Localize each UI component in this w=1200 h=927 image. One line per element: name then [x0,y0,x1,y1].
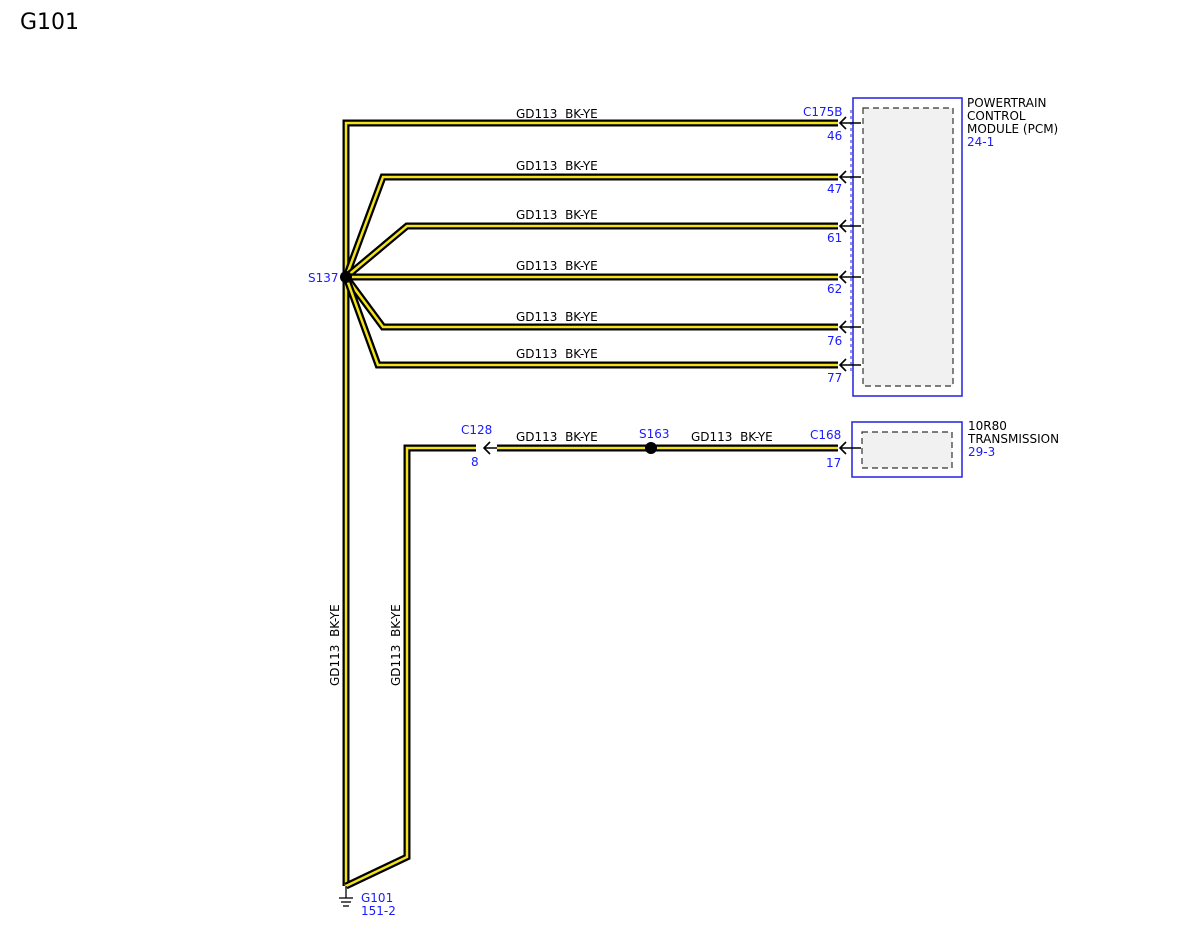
ground-ref[interactable]: 151-2 [361,904,396,918]
ground-id: G101 [361,891,393,905]
pcm-pin-76: 76 [827,334,842,348]
wire-61-inner [345,224,838,278]
pin-77-connector-icon [838,358,861,372]
wire-label-vertical-right: GD113 BK-YE [389,604,403,686]
transmission-name-line1: 10R80 [968,419,1007,433]
splice-s137-icon[interactable] [340,271,352,283]
ground-icon[interactable] [339,886,353,907]
pcm-module[interactable] [850,97,963,397]
pcm-connector-id: C175B [803,105,843,119]
wire-label-vertical-left: GD113 BK-YE [328,604,342,686]
transmission-name-line2: TRANSMISSION [967,432,1059,446]
wire-label-s163-c168: GD113 BK-YE [691,430,773,444]
page-title: G101 [20,10,80,35]
wire-label-77: GD113 BK-YE [516,347,598,361]
transmission-ref[interactable]: 29-3 [968,445,995,459]
wire-46-outer[interactable] [342,119,838,886]
pin-76-connector-icon [838,320,861,334]
pcm-pin-62: 62 [827,282,842,296]
pcm-ref[interactable]: 24-1 [967,135,994,149]
splice-s163-label: S163 [639,427,670,441]
wire-label-61: GD113 BK-YE [516,208,598,222]
wire-47-inner [344,175,838,278]
pin-46-connector-icon [838,116,861,130]
pcm-name-line3: MODULE (PCM) [967,122,1058,136]
pcm-pin-61: 61 [827,231,842,245]
pin-61-connector-icon [838,219,861,233]
transmission-inner-box [861,431,953,469]
wire-76-inner [344,276,838,329]
splice-s137-label: S137 [308,271,339,285]
wire-label-46: GD113 BK-YE [516,107,598,121]
wire-label-47: GD113 BK-YE [516,159,598,173]
transmission-connector-id: C168 [810,428,841,442]
pcm-pin-77: 77 [827,371,842,385]
c168-connector-icon [838,441,861,455]
splice-s163-icon[interactable] [645,442,657,454]
wire-46-inner [344,121,838,886]
inline-connector-pin: 8 [471,455,479,469]
pcm-pin-47: 47 [827,182,842,196]
pcm-pin-46: 46 [827,129,842,143]
wire-label-62: GD113 BK-YE [516,259,598,273]
wire-label-c128-s163: GD113 BK-YE [516,430,598,444]
pcm-inner-box [862,107,954,387]
pin-47-connector-icon [838,170,861,184]
wire-set-transmission [344,444,838,890]
wire-ground-to-c128-inner [345,446,476,888]
wire-set-pcm [342,119,838,886]
transmission-module[interactable] [851,421,963,478]
wire-label-76: GD113 BK-YE [516,310,598,324]
pcm-pin-connectors [838,116,861,372]
transmission-pin: 17 [826,456,841,470]
pcm-name-line2: CONTROL [967,109,1026,123]
pcm-name-line1: POWERTRAIN [967,96,1047,110]
inline-connector-id: C128 [461,423,492,437]
wire-ground-to-c128-outer[interactable] [344,444,476,890]
wire-77-inner [344,276,838,367]
c128-connector-icon[interactable] [482,441,497,455]
pin-62-connector-icon [838,270,861,284]
